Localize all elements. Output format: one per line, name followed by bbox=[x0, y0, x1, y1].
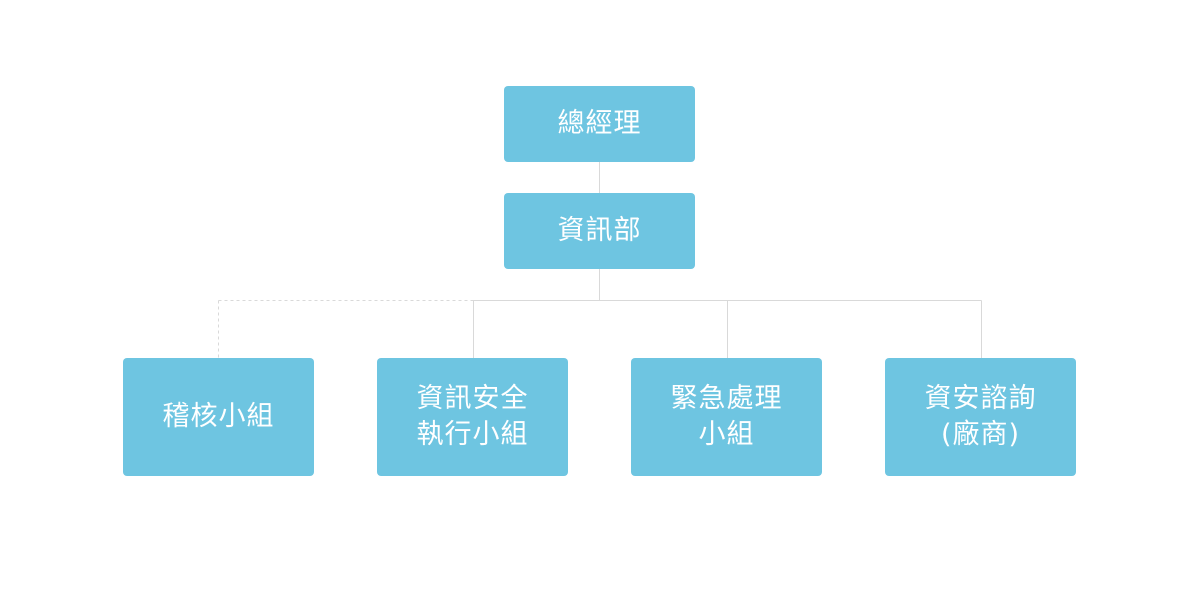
node-infosec-group: 資訊安全 執行小組 bbox=[377, 358, 568, 476]
node-label: 資安諮詢 (廠商) bbox=[924, 383, 1037, 450]
node-it-department: 資訊部 bbox=[504, 193, 695, 269]
node-label: 資訊部 bbox=[557, 215, 642, 246]
node-label: 資訊安全 執行小組 bbox=[416, 383, 529, 450]
node-audit-group: 稽核小組 bbox=[123, 358, 314, 476]
node-emergency-group: 緊急處理 小組 bbox=[631, 358, 822, 476]
node-label: 緊急處理 小組 bbox=[670, 383, 783, 450]
node-label: 稽核小組 bbox=[162, 401, 275, 432]
node-label: 總經理 bbox=[557, 108, 642, 139]
node-general-manager: 總經理 bbox=[504, 86, 695, 162]
node-consulting-vendor: 資安諮詢 (廠商) bbox=[885, 358, 1076, 476]
